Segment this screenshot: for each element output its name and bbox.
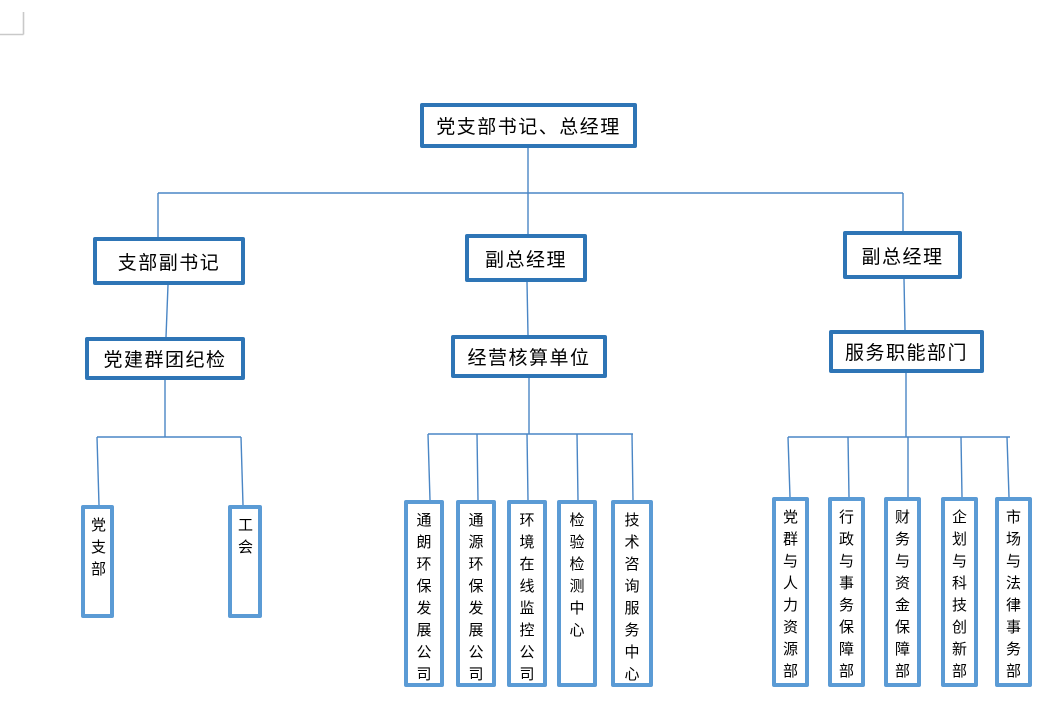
org-leaf-party-branch: 党支部: [81, 505, 114, 618]
page-margin-corner-mark: [0, 12, 25, 36]
org-node-service-departments: 服务职能部门: [829, 330, 984, 373]
org-leaf-company-3: 环境在线监控公司: [507, 500, 547, 687]
org-node-root: 党支部书记、总经理: [420, 103, 637, 148]
org-node-branch-deputy-secretary: 支部副书记: [93, 237, 245, 285]
org-node-party-group: 党建群团纪检: [85, 337, 245, 380]
org-leaf-dept-market-legal: 市场与法律事务部: [995, 497, 1032, 687]
org-node-deputy-gm-1: 副总经理: [465, 234, 587, 282]
org-leaf-dept-hr: 党群与人力资源部: [772, 497, 809, 687]
connectors-left-fanout: [96, 380, 244, 506]
org-leaf-dept-planning: 企划与科技创新部: [941, 497, 978, 687]
connectors-middle-fanout: [427, 378, 634, 501]
org-leaf-center-2: 技术咨询服务中心: [611, 500, 653, 687]
org-leaf-dept-admin: 行政与事务保障部: [828, 497, 865, 687]
org-leaf-dept-finance: 财务与资金保障部: [884, 497, 921, 687]
org-leaf-company-2: 通源环保发展公司: [456, 500, 496, 687]
org-leaf-company-1: 通朗环保发展公司: [404, 500, 444, 687]
org-leaf-labor-union: 工会: [228, 505, 262, 618]
connectors-root-to-level2: [157, 148, 904, 237]
connectors-level2-to-level3: [165, 278, 906, 338]
connectors-right-fanout: [787, 373, 1010, 498]
org-node-operating-units: 经营核算单位: [451, 335, 607, 378]
org-leaf-center-1: 检验检测中心: [557, 500, 597, 687]
org-node-deputy-gm-2: 副总经理: [843, 231, 962, 279]
